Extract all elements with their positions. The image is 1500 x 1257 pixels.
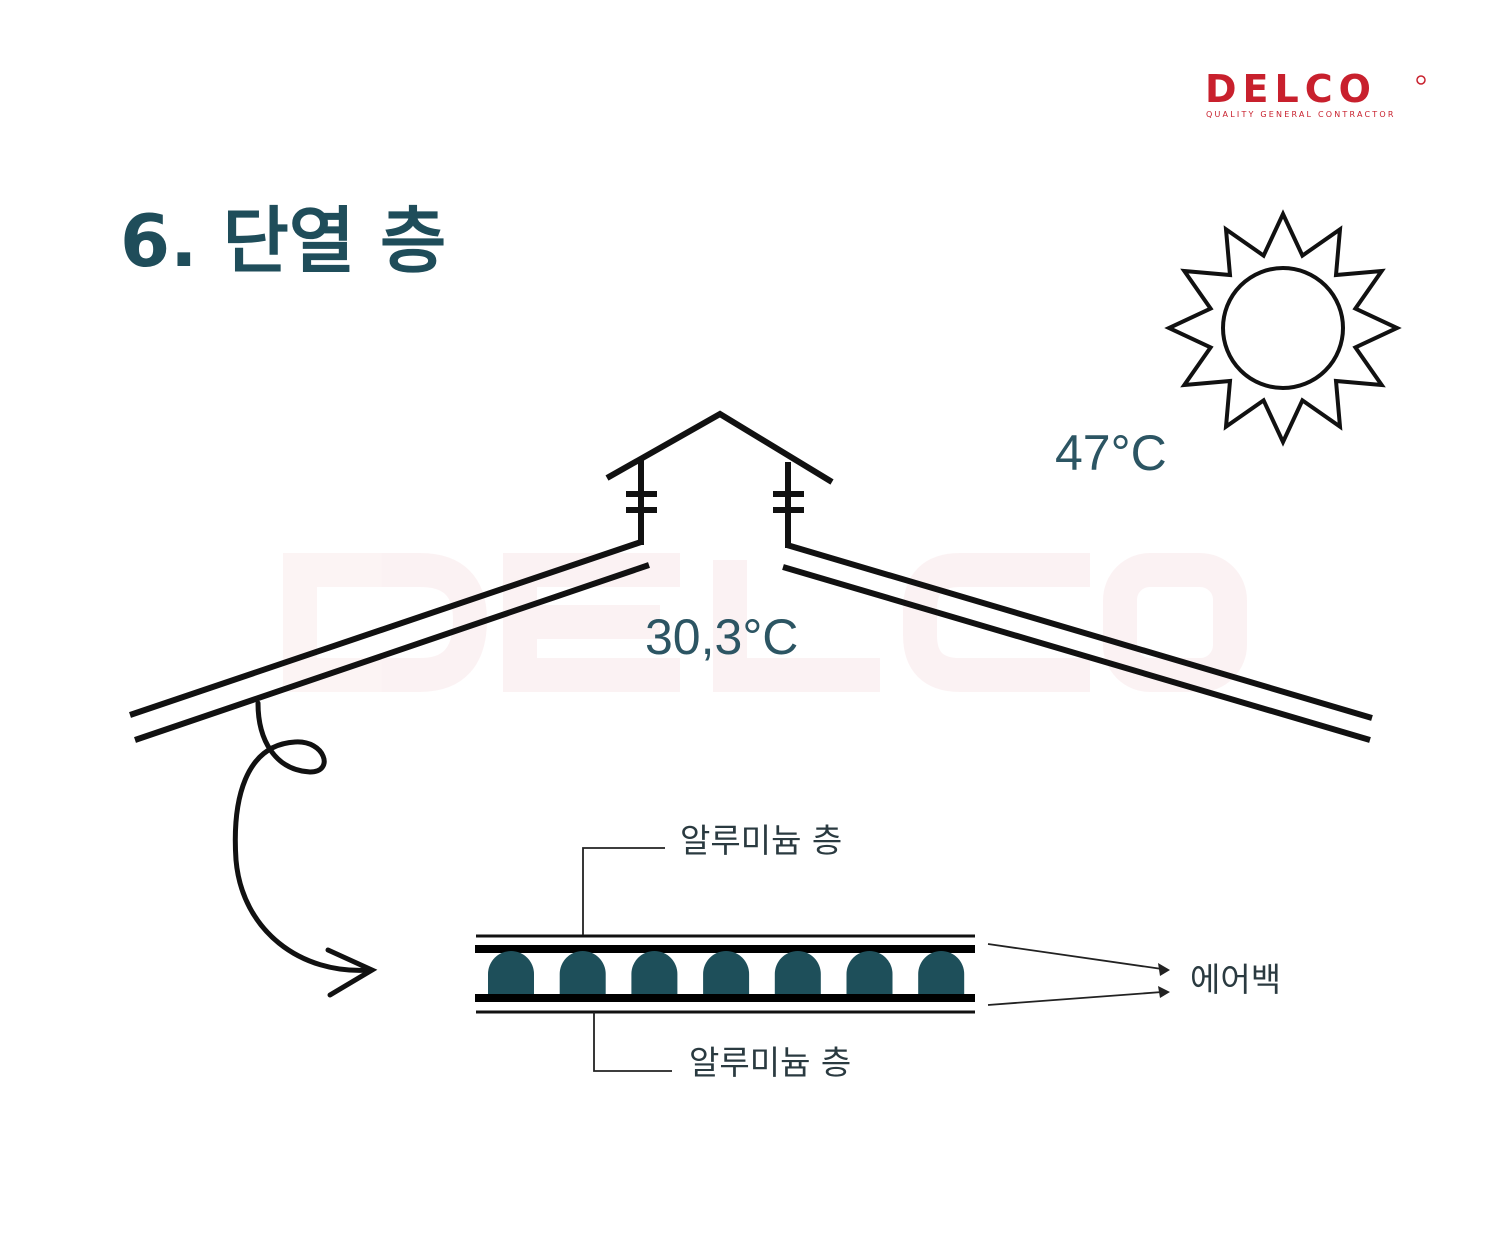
inside-temperature: 30,3°C <box>645 609 799 665</box>
top-layer-label: 알루미늄 층 <box>680 821 843 860</box>
air-bubble <box>918 951 965 996</box>
bottom-layer-label: 알루미늄 층 <box>689 1043 852 1082</box>
logo-tagline: QUALITY GENERAL CONTRACTOR <box>1206 110 1396 119</box>
insulation-layer <box>475 934 975 1014</box>
registered-icon <box>1416 75 1426 85</box>
air-bubble <box>488 951 534 996</box>
sun-icon <box>1164 209 1402 447</box>
leader-lines <box>582 847 1163 1072</box>
air-bubble <box>703 951 750 996</box>
watermark <box>283 553 1247 692</box>
air-bubble <box>774 951 821 996</box>
airbag-label: 에어백 <box>1190 960 1282 999</box>
air-bubble <box>631 951 678 996</box>
air-bubble <box>559 951 606 996</box>
roof <box>129 410 1373 743</box>
outside-temperature: 47°C <box>1055 425 1167 481</box>
logo-name: DELCO <box>1205 67 1377 111</box>
arrowhead-icon <box>1158 986 1170 998</box>
arrowhead-icon <box>1158 963 1170 976</box>
page-title: 6. 단열 층 <box>120 199 447 283</box>
curl-arrow-icon <box>232 700 378 998</box>
air-bubble <box>846 951 893 996</box>
